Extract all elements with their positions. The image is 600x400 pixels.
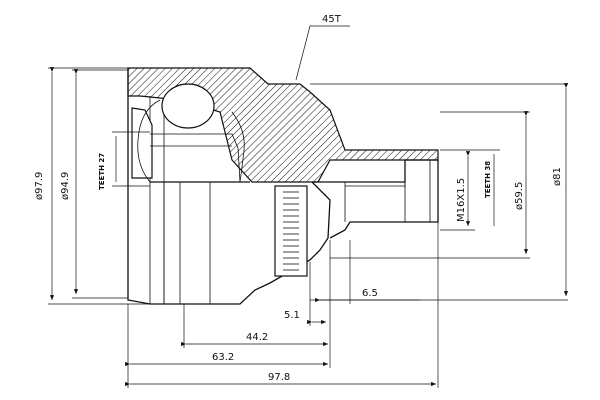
dim-lines-left [48, 67, 150, 305]
dim-lines-bottom [125, 222, 439, 388]
label-length-44-2: 44.2 [246, 332, 268, 343]
label-shaft-diameter: ø59.5 [514, 182, 525, 210]
label-outer-diameter-97-9: ø97.9 [34, 172, 45, 200]
label-length-97-8: 97.8 [268, 372, 290, 383]
label-45t: 45T [322, 14, 342, 25]
leader-45t [295, 25, 350, 81]
label-inner-teeth: TEETH 27 [98, 153, 106, 190]
label-thread: M16X1.5 [456, 178, 467, 222]
label-flange-diameter: ø81 [552, 167, 563, 186]
label-outer-teeth: TEETH 38 [484, 161, 492, 198]
label-length-5-1: 5.1 [284, 310, 300, 321]
abs-tone-ring [274, 185, 308, 277]
label-length-6-5: 6.5 [362, 288, 378, 299]
dim-lines-right [310, 83, 569, 301]
joint-housing [127, 67, 439, 305]
label-outer-diameter-94-9: ø94.9 [60, 172, 71, 200]
output-shaft [312, 159, 439, 239]
label-length-63-2: 63.2 [212, 352, 234, 363]
